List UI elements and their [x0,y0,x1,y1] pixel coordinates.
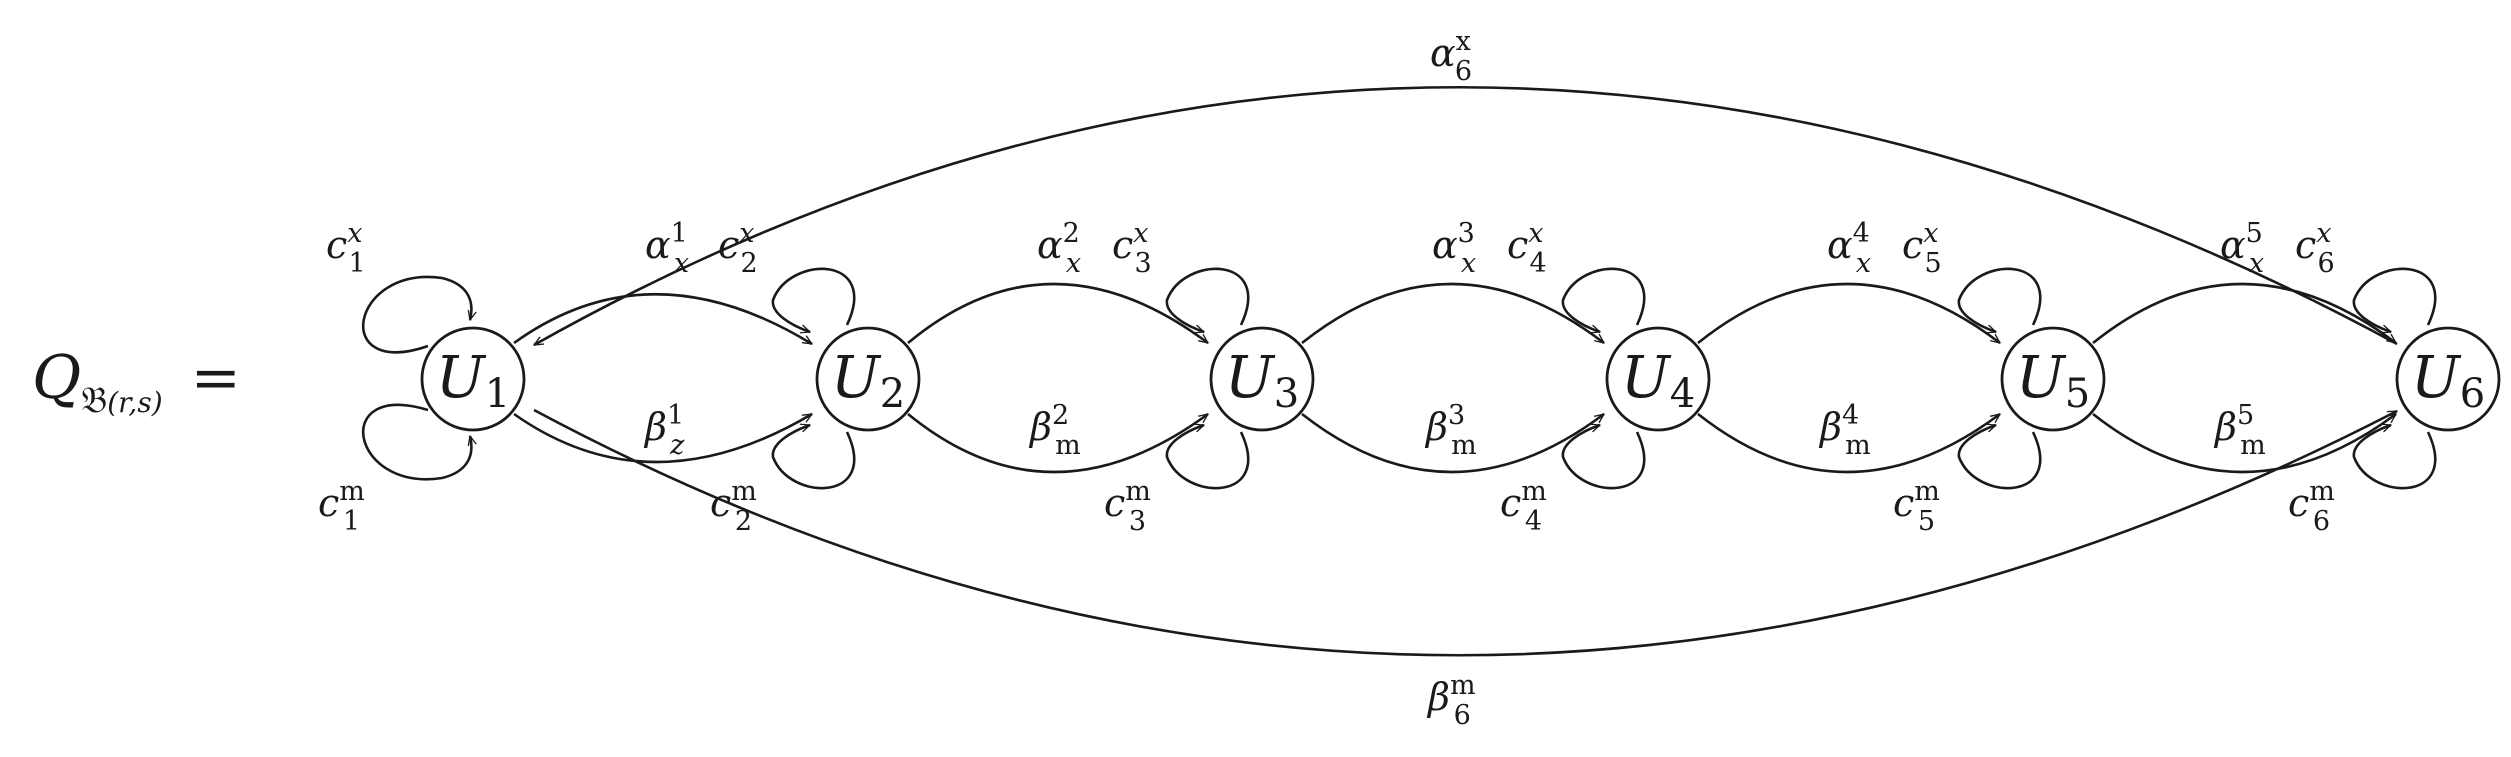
alpha-edges [513,282,2397,346]
loop-top-5 [1957,267,2042,334]
loop-bottom-4 [1561,423,1646,490]
loop-bottom-5 [1957,423,2042,490]
svg-text:U2: U2 [831,343,905,417]
node-u6: U6 [2395,326,2501,432]
title-sub-args: (r,s) [107,386,162,419]
nodes: U1 U2 U3 U4 U5 U6 [420,326,2501,432]
alpha-edge-5 [2092,282,2397,345]
long-edge-beta-6 [533,408,2398,657]
node-u5: U5 [2000,326,2106,432]
node-u4: U4 [1605,326,1711,432]
alpha-edge-2 [907,282,1209,345]
loop-top-4 [1561,267,1646,334]
beta-edge-2 [907,412,1209,474]
title-symbol: Q [32,343,81,413]
loop-top-6 [2352,267,2437,334]
beta-edges [513,412,2397,474]
loop-bottom-1 [361,403,477,481]
title-sub-letter: 𝔅 [81,380,107,421]
beta-edge-4 [1697,412,2001,474]
beta-edge-1 [513,412,813,464]
node-u3: U3 [1209,326,1315,432]
alpha-edge-3 [1301,282,1605,345]
svg-text:U3: U3 [1225,343,1299,417]
svg-text:U1: U1 [436,343,510,417]
loops [361,267,2437,490]
svg-text:U5: U5 [2016,343,2090,417]
alpha-edge-1 [513,293,813,346]
long-edge-alpha-6 [533,85,2398,347]
loop-bottom-2 [771,423,856,490]
loop-bottom-3 [1165,423,1250,490]
beta-edge-5 [2092,412,2397,474]
loop-top-2 [771,267,856,334]
alpha-edge-4 [1697,282,2001,345]
title-equals: = [191,343,241,413]
loop-top-1 [361,275,477,354]
loop-bottom-6 [2352,423,2437,490]
node-u2: U2 [815,326,921,432]
svg-text:U4: U4 [1621,343,1695,417]
svg-text:U6: U6 [2411,343,2485,417]
beta-edge-3 [1301,412,1605,474]
quiver-title: Q𝔅(r,s) = [32,343,241,421]
node-u1: U1 [420,326,526,432]
loop-top-3 [1165,267,1250,334]
